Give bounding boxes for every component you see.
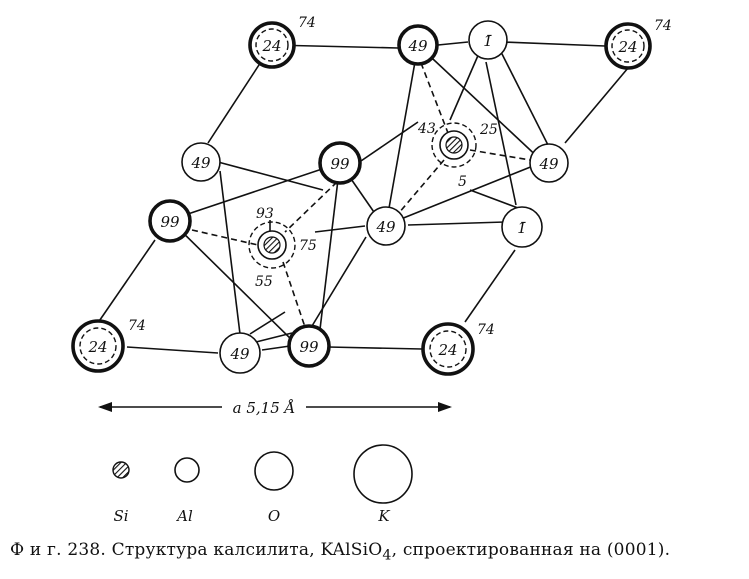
svg-text:49: 49 bbox=[375, 218, 396, 236]
o-atom-1-right: 1̄ bbox=[501, 206, 543, 248]
svg-text:99: 99 bbox=[299, 338, 319, 356]
o-atom-49-upper-left: 49 bbox=[181, 142, 221, 182]
o-atom-99-left: 99 bbox=[148, 199, 192, 243]
k-atom-bottom-left: 24 74 bbox=[71, 318, 146, 373]
legend: Si Al O K bbox=[112, 444, 413, 525]
svg-text:K: K bbox=[377, 507, 390, 525]
figure-caption: Ф и г. 238. Структура калсилита, KAlSiO4… bbox=[10, 540, 745, 563]
caption-suffix: , спроектированная на (0001). bbox=[391, 540, 671, 560]
lattice-parameter-arrow: a 5,15 Å bbox=[98, 399, 452, 417]
svg-text:74: 74 bbox=[477, 322, 495, 338]
k-atom-top-left: 24 74 bbox=[248, 15, 316, 69]
svg-text:93: 93 bbox=[256, 206, 274, 222]
svg-text:24: 24 bbox=[261, 37, 281, 55]
o-atom-99-upper-mid: 99 bbox=[318, 141, 362, 185]
svg-text:43: 43 bbox=[417, 121, 436, 137]
k-atom-top-right: 24 74 bbox=[604, 18, 672, 70]
solid-bonds bbox=[169, 41, 549, 351]
svg-text:1̄: 1̄ bbox=[483, 32, 493, 50]
o-atom-99-bottom: 99 bbox=[287, 324, 331, 368]
si-atom-upper: 43 25 5 bbox=[417, 121, 498, 190]
svg-text:Si: Si bbox=[113, 507, 128, 525]
svg-text:99: 99 bbox=[330, 155, 350, 173]
o-atom-49-center: 49 bbox=[366, 206, 406, 246]
svg-text:49: 49 bbox=[190, 154, 211, 172]
legend-al: Al bbox=[174, 457, 200, 525]
legend-k: K bbox=[353, 444, 413, 525]
o-atom-49-bottom: 49 bbox=[219, 332, 261, 374]
svg-text:O: O bbox=[268, 507, 280, 525]
svg-text:99: 99 bbox=[160, 213, 180, 231]
caption-prefix: Ф и г. 238. Структура калсилита, KAlSiO bbox=[10, 540, 383, 560]
svg-text:75: 75 bbox=[299, 238, 317, 254]
k-atom-bottom-right: 24 74 bbox=[421, 322, 495, 376]
svg-text:74: 74 bbox=[654, 18, 672, 34]
svg-text:24: 24 bbox=[437, 341, 457, 359]
lattice-parameter-label: a 5,15 Å bbox=[233, 399, 296, 417]
unit-cell-edges bbox=[92, 41, 629, 354]
o-atom-49-top: 49 bbox=[397, 24, 439, 66]
svg-text:Al: Al bbox=[175, 507, 193, 525]
o-atom-1-top: 1̄ bbox=[468, 20, 508, 60]
svg-text:5: 5 bbox=[458, 174, 467, 190]
svg-text:24: 24 bbox=[617, 38, 637, 56]
caption-subscript: 4 bbox=[382, 547, 392, 564]
si-atom-lower: 93 75 55 bbox=[248, 206, 317, 290]
legend-o: O bbox=[254, 451, 294, 525]
svg-text:24: 24 bbox=[87, 338, 107, 356]
o-atom-49-right: 49 bbox=[529, 143, 569, 183]
svg-text:74: 74 bbox=[128, 318, 146, 334]
legend-si: Si bbox=[112, 461, 130, 525]
svg-text:49: 49 bbox=[229, 345, 250, 363]
dashed-bonds bbox=[191, 62, 531, 331]
svg-text:25: 25 bbox=[479, 122, 498, 138]
svg-text:49: 49 bbox=[407, 37, 428, 55]
svg-text:74: 74 bbox=[298, 15, 316, 31]
svg-text:49: 49 bbox=[538, 155, 559, 173]
svg-text:55: 55 bbox=[255, 274, 273, 290]
svg-text:1̄: 1̄ bbox=[517, 219, 527, 237]
